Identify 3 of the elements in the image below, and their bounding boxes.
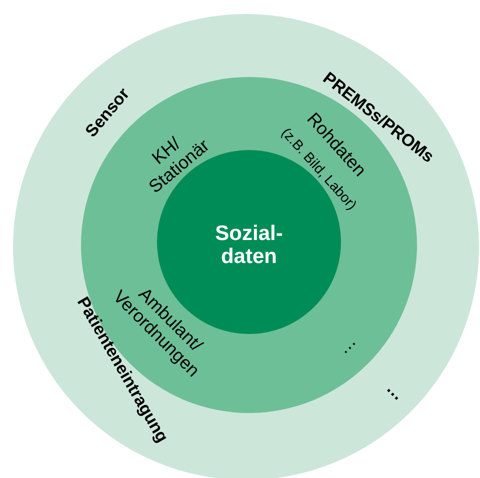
- ring-label: …: [334, 332, 360, 358]
- ring-label: …: [382, 379, 408, 405]
- ring-label: Sozial- daten: [214, 222, 284, 268]
